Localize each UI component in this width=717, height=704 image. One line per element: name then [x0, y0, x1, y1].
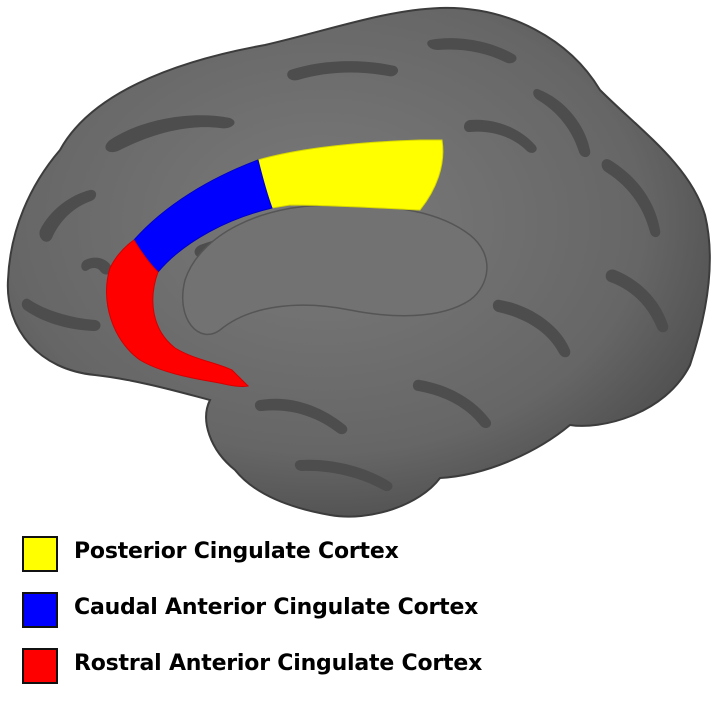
legend-swatch-blue — [22, 592, 58, 628]
legend-swatch-red — [22, 648, 58, 684]
brain-medial-surface-figure — [6, 6, 711, 518]
legend-label: Posterior Cingulate Cortex — [74, 539, 399, 564]
legend-item-posterior: Posterior Cingulate Cortex — [22, 536, 702, 574]
legend-item-caudal-anterior: Caudal Anterior Cingulate Cortex — [22, 592, 702, 630]
legend: Posterior Cingulate Cortex Caudal Anteri… — [22, 536, 702, 704]
legend-label: Caudal Anterior Cingulate Cortex — [74, 595, 479, 620]
rostral-anterior-cingulate-region — [106, 239, 250, 387]
legend-label: Rostral Anterior Cingulate Cortex — [74, 651, 483, 676]
legend-item-rostral-anterior: Rostral Anterior Cingulate Cortex — [22, 648, 702, 686]
sulci — [21, 38, 669, 492]
legend-swatch-yellow — [22, 536, 58, 572]
